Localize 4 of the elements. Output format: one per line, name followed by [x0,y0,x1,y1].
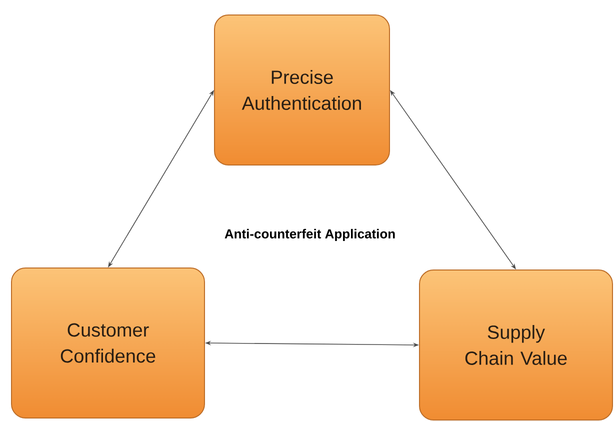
process-box: Customer Confidence [11,268,205,418]
center-label: Anti-counterfeit Application [224,228,395,242]
process-box: Supply Chain Value [419,270,613,420]
process-box: Precise Authentication [214,14,390,166]
